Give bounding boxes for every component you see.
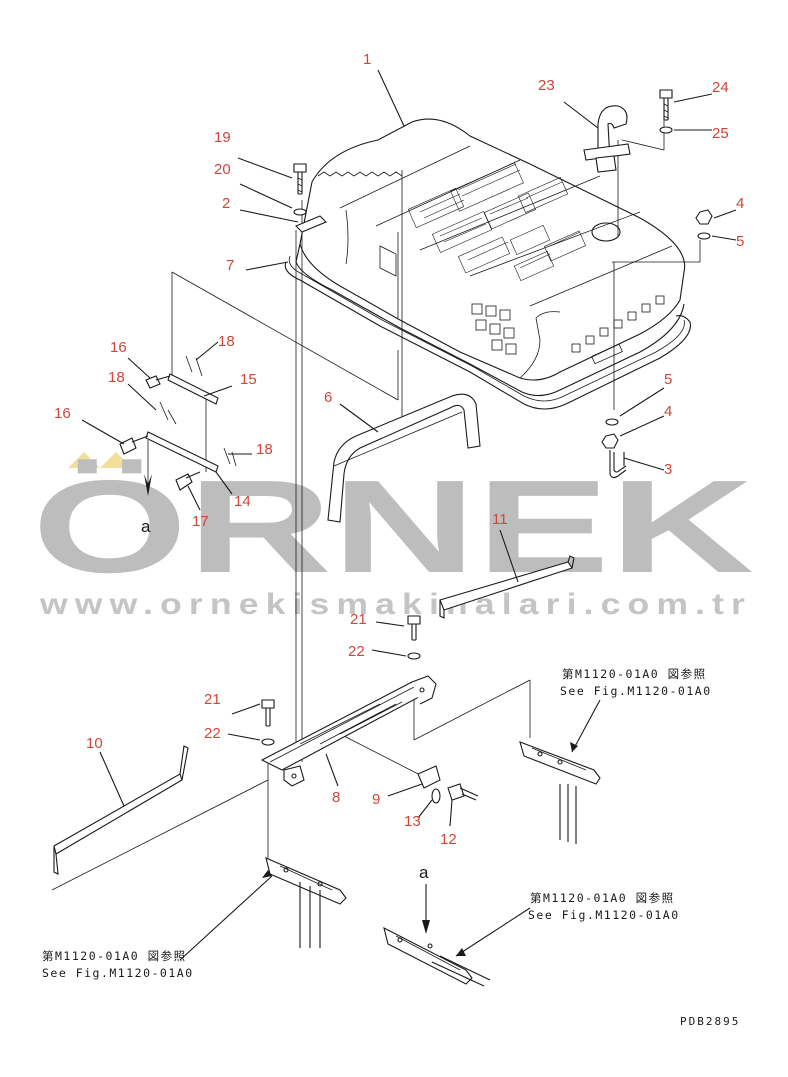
label-part-12: 12 — [440, 831, 457, 848]
label-part-9: 9 — [372, 791, 380, 808]
label-part-8: 8 — [332, 789, 340, 806]
label-part-22-lower: 22 — [204, 725, 221, 742]
label-part-2: 2 — [222, 195, 230, 212]
ref-arrow-3 — [456, 948, 466, 956]
label-part-4-top: 4 — [736, 195, 744, 212]
reference-note-1-jp: 第M1120-01A0 図参照 — [562, 667, 707, 681]
watermark-accent-right — [100, 452, 132, 468]
view-label-a-top: a — [141, 517, 151, 536]
watermark-url: www.ornekismakinalari.com.tr — [39, 588, 752, 621]
ref-arrow-1 — [570, 742, 578, 752]
bolt-21-lower — [261, 699, 275, 727]
exhaust-stack — [583, 105, 631, 173]
handle-part-6 — [327, 393, 481, 523]
label-part-5-top: 5 — [736, 233, 744, 250]
u-bolt-3 — [609, 450, 627, 479]
nut-4-top — [695, 209, 713, 225]
frame-right — [519, 741, 601, 844]
bolt-24 — [659, 89, 673, 121]
label-part-11: 11 — [492, 511, 508, 528]
rail-8 — [260, 675, 437, 787]
alignment-lines — [51, 110, 701, 891]
label-part-4-bottom: 4 — [664, 403, 672, 420]
ref-arrow-2 — [262, 870, 272, 878]
bolt-19 — [293, 163, 307, 195]
nut-4-bottom — [601, 433, 619, 449]
engine-cover — [284, 118, 691, 410]
label-part-25: 25 — [712, 125, 729, 142]
label-part-7: 7 — [226, 257, 234, 274]
washer-5-top — [697, 232, 711, 240]
view-label-a-bottom: a — [419, 863, 429, 882]
front-louvres — [471, 295, 665, 365]
washer-20 — [293, 208, 307, 216]
leader-lines — [81, 69, 737, 961]
reference-note-2-en: See Fig.M1120-01A0 — [528, 908, 680, 922]
label-part-23: 23 — [538, 77, 555, 94]
reference-note-3-jp: 第M1120-01A0 図参照 — [42, 949, 187, 963]
watermark-brand: ÖRNEK — [32, 453, 754, 600]
label-part-21-upper: 21 — [350, 611, 367, 628]
label-part-5-bottom: 5 — [664, 371, 672, 388]
view-arrow-a-bottom — [422, 920, 430, 934]
drawing-code: PDB2895 — [680, 1015, 740, 1028]
washer-25 — [659, 126, 673, 134]
label-part-19: 19 — [214, 129, 231, 146]
label-part-24: 24 — [712, 79, 729, 96]
label-part-6: 6 — [324, 389, 332, 406]
bolt-16-top — [145, 375, 171, 389]
latch-15 — [167, 355, 219, 405]
vent-grille — [407, 162, 587, 282]
label-part-18-c: 18 — [256, 441, 273, 458]
label-part-17: 17 — [192, 513, 209, 530]
label-part-14: 14 — [234, 493, 251, 510]
label-part-3: 3 — [664, 461, 672, 478]
watermark-accent-left — [68, 452, 100, 468]
bracket-2 — [295, 215, 327, 233]
plate-10 — [53, 745, 189, 875]
label-part-13: 13 — [404, 813, 421, 830]
washer-5-bottom — [605, 418, 619, 426]
reference-note-2-jp: 第M1120-01A0 図参照 — [530, 891, 675, 905]
view-arrow-a-top — [144, 474, 152, 496]
bolt-12 — [447, 783, 479, 801]
label-part-22-upper: 22 — [348, 643, 365, 660]
label-part-18-b: 18 — [108, 369, 125, 386]
washer-22-lower — [261, 738, 275, 746]
reference-note-1-en: See Fig.M1120-01A0 — [560, 684, 712, 698]
plate-11 — [439, 555, 575, 619]
reference-note-2: 第M1120-01A0 図参照 See Fig.M1120-01A0 — [528, 891, 680, 922]
reference-note-3: 第M1120-01A0 図参照 See Fig.M1120-01A0 — [42, 949, 194, 980]
part-labels: 1 23 24 25 19 20 2 4 5 7 18 16 15 18 5 6… — [54, 51, 744, 848]
label-part-16-a: 16 — [110, 339, 127, 356]
reference-note-1: 第M1120-01A0 図参照 See Fig.M1120-01A0 — [560, 667, 712, 698]
label-part-15: 15 — [240, 371, 257, 388]
label-part-1: 1 — [363, 51, 371, 68]
pin-17 — [175, 471, 201, 491]
label-part-21-lower: 21 — [204, 691, 221, 708]
bolt-16-bottom — [119, 435, 149, 455]
label-part-20: 20 — [214, 161, 231, 178]
reference-note-3-en: See Fig.M1120-01A0 — [42, 966, 194, 980]
washer-22-upper — [407, 652, 421, 660]
frame-bottom-center — [383, 926, 491, 987]
bolt-21-upper — [407, 615, 421, 641]
watermark: ÖRNEK www.ornekismakinalari.com.tr — [32, 452, 754, 621]
label-part-16-b: 16 — [54, 405, 71, 422]
label-part-10: 10 — [86, 735, 103, 752]
bracket-9 — [417, 765, 441, 789]
frame-left-bottom — [265, 857, 347, 948]
label-part-18-a: 18 — [218, 333, 235, 350]
washer-13 — [431, 788, 441, 804]
